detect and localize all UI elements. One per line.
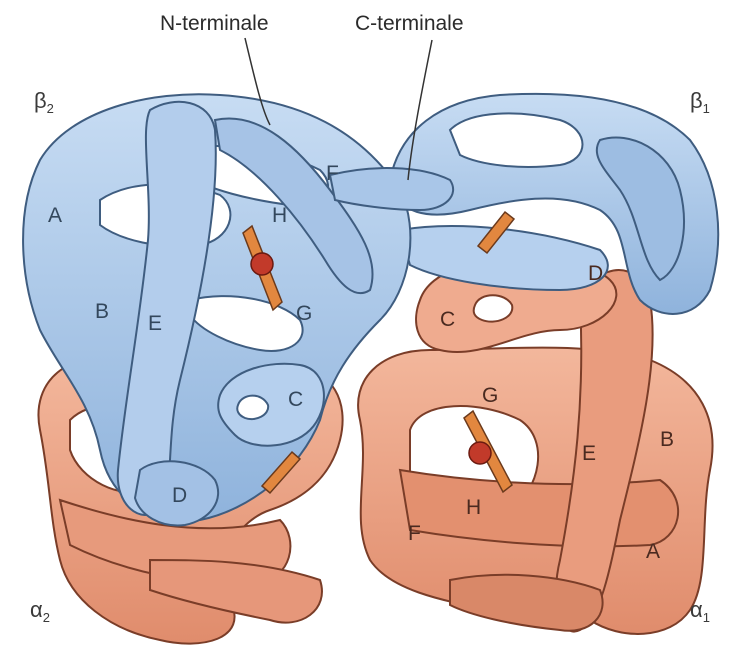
helix-label: G [296, 302, 312, 325]
helix-label: F [408, 522, 421, 545]
helix-label: E [582, 442, 596, 465]
helix-label: D [588, 262, 603, 285]
n-terminal-label: N-terminale [160, 12, 269, 35]
helix-label: A [48, 204, 62, 227]
helix-label: F [326, 162, 339, 185]
beta2-label: β2 [34, 88, 54, 116]
helix-label: B [660, 428, 674, 451]
helix-label: H [466, 496, 481, 519]
helix-label: B [95, 300, 109, 323]
alpha2-label: α2 [30, 597, 50, 625]
helix-label: G [482, 384, 498, 407]
alpha1-label: α1 [690, 597, 710, 625]
helix-label: D [172, 484, 187, 507]
helix-label: C [288, 388, 303, 411]
beta1-label: β1 [690, 88, 710, 116]
helix-label: C [440, 308, 455, 331]
c-terminal-label: C-terminale [355, 12, 464, 35]
helix-label: H [272, 204, 287, 227]
helix-label: E [148, 312, 162, 335]
helix-label: A [646, 540, 660, 563]
